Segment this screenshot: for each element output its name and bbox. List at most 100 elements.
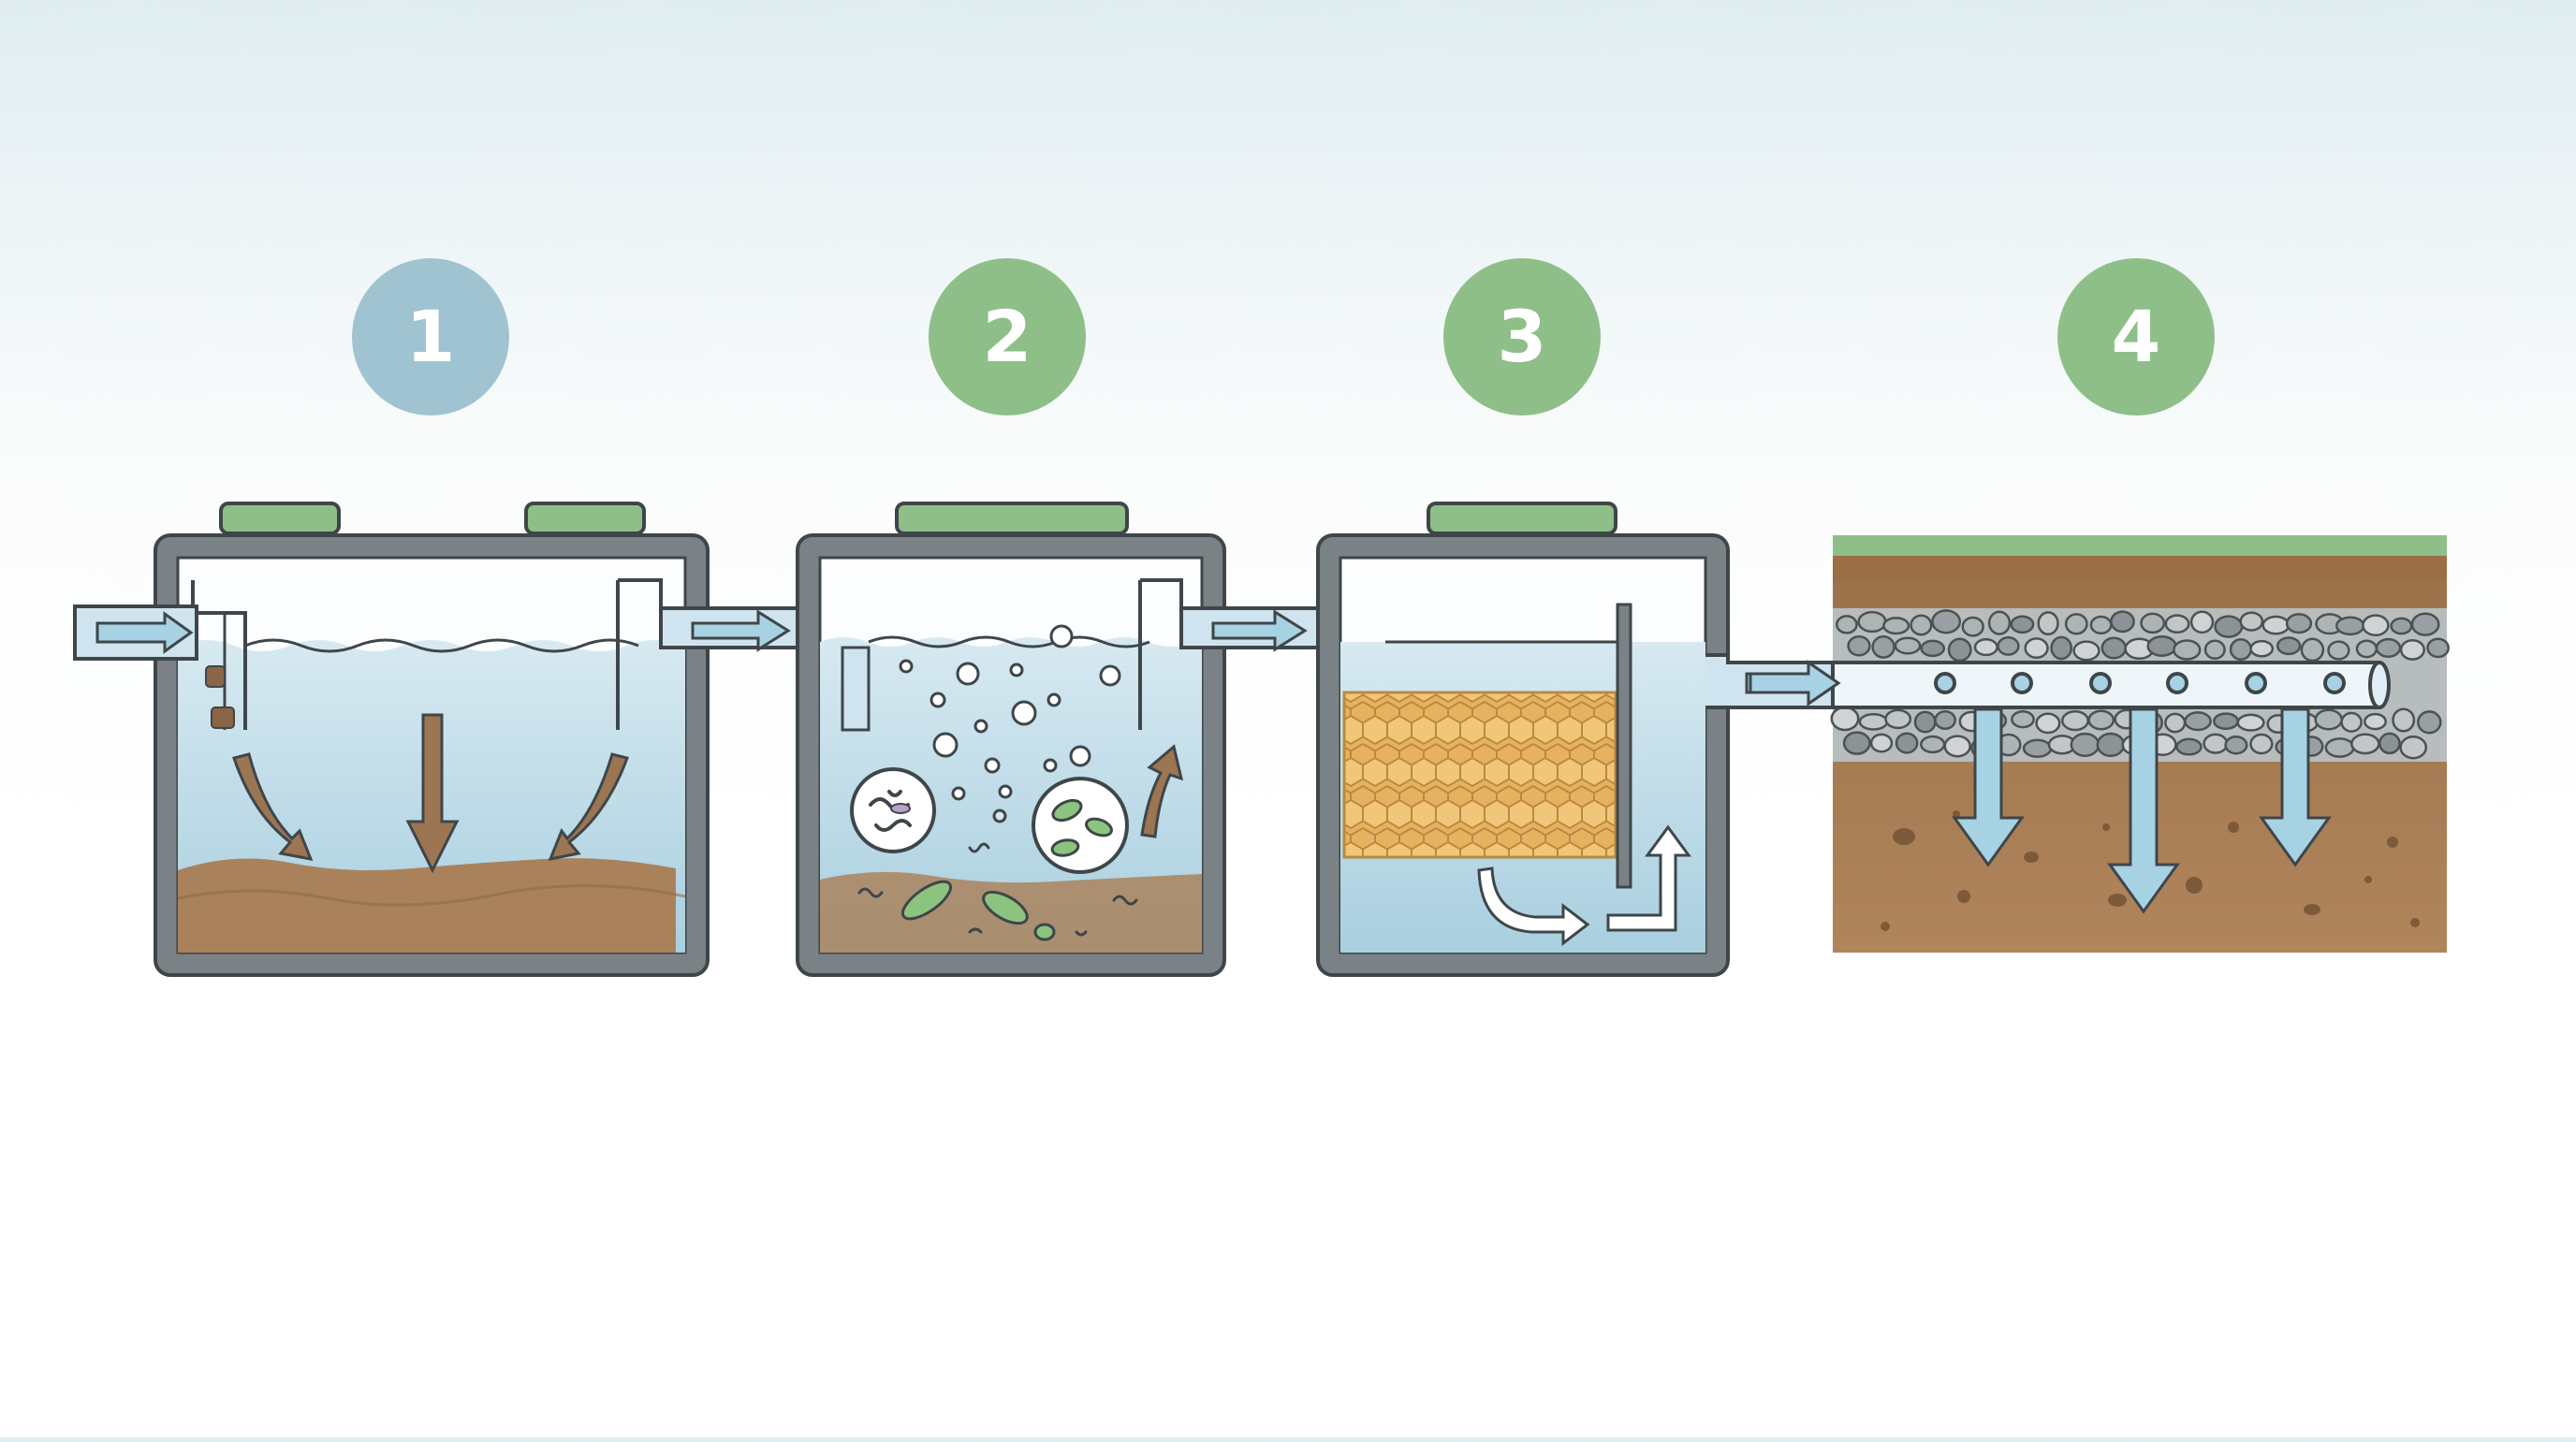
gravel-stone [2050, 635, 2073, 661]
gravel-stone [2249, 639, 2275, 658]
gravel-stone [2146, 635, 2177, 657]
gravel-stone [2285, 613, 2313, 634]
gravel-stone [2378, 732, 2401, 755]
gravel-stone [2189, 610, 2215, 634]
gravel-stone [2392, 707, 2416, 733]
pipe-perforations [1934, 672, 2346, 694]
bacterium-icon [900, 880, 953, 921]
gravel-stone [2037, 611, 2059, 636]
gravel-stone [1997, 635, 2020, 656]
gravel-stone [2314, 708, 2343, 731]
gravel-stone [2070, 732, 2100, 757]
pipe-end [2368, 661, 2391, 709]
gravel-stone [1943, 735, 1971, 758]
gravel-stone [2355, 639, 2378, 659]
gravel-stone [2236, 713, 2265, 732]
gravel-stone [2214, 615, 2244, 638]
gravel-stone [2096, 732, 2126, 758]
gravel-stone [1858, 713, 1889, 731]
gravel-stone [1895, 732, 1919, 754]
filter-media [1342, 691, 1617, 859]
gravel-stone [1871, 634, 1895, 659]
gravel-stone [2327, 640, 2350, 661]
gravel-stone [2164, 712, 2187, 734]
gravel-stone [1894, 636, 1922, 655]
infiltration-arrow-center [2107, 707, 2180, 914]
gravel-stone [1931, 609, 1962, 634]
gravel-stone [2022, 738, 2053, 758]
gravel-stone [2072, 640, 2100, 662]
gravel-stone [2213, 712, 2239, 731]
tank-3-filter [1316, 502, 1730, 977]
air-bubbles [899, 624, 1121, 823]
gravel-stone [1857, 610, 1887, 634]
flow-arrow-icon [691, 609, 791, 652]
debris-chunk [205, 665, 226, 688]
gravel-stone [1830, 706, 1860, 732]
gravel-stone [1961, 616, 1984, 637]
gravel-stone [1934, 709, 1956, 731]
drainfield-section [1749, 535, 2450, 953]
settling-arrow-left [232, 752, 314, 861]
gravel-stone [1910, 614, 1933, 636]
step-badge-label: 4 [2112, 295, 2161, 378]
infiltration-arrow-right [2259, 707, 2332, 867]
gravel-stone [2024, 637, 2049, 660]
gravel-stone [1973, 638, 1998, 657]
gravel-stone [2087, 709, 2115, 731]
inlet-pipe [73, 604, 198, 661]
gravel-stone [2276, 636, 2302, 656]
bottom-flow-arrow [1477, 867, 1590, 947]
gravel-stone [1987, 610, 2012, 635]
flow-arrow-icon [1749, 660, 1841, 706]
bacteria-magnifier-right [1032, 777, 1129, 874]
inlet-drop-pipe [841, 646, 871, 732]
bacteria-magnifier-left [850, 767, 936, 853]
bacterium-icon [1050, 838, 1080, 857]
gravel-stones [1830, 609, 2450, 760]
gravel-stone [2011, 710, 2035, 729]
gravel-stone [1842, 731, 1871, 755]
bacterium-icon [1085, 817, 1113, 838]
gravel-stone [2229, 638, 2252, 661]
settling-arrow-center [405, 713, 460, 874]
gravel-stone [2164, 614, 2190, 634]
gravel-stone [2110, 610, 2135, 634]
step-badge-label: 1 [406, 295, 456, 378]
gravel-stone [1869, 733, 1894, 753]
gravel-stone [2399, 638, 2425, 661]
rising-flow-arrow [1606, 824, 1691, 932]
debris-chunk [211, 706, 235, 729]
tank-lid [1427, 502, 1617, 535]
tank-partition [1616, 603, 1632, 889]
gravel-stone [1947, 637, 1972, 663]
gravel-stone [1847, 635, 1871, 657]
gravel-stone [1920, 735, 1946, 754]
flow-arrow-icon [1211, 609, 1308, 652]
gravel-stone [2140, 612, 2166, 634]
gravel-stone [2261, 615, 2291, 635]
gravel-stone [2175, 737, 2203, 756]
gravel-stone [2324, 737, 2355, 758]
gravel-stone [2417, 710, 2442, 735]
step-badge-circle [929, 258, 1086, 415]
gravel-stone [2375, 637, 2402, 658]
gravel-stone [2390, 617, 2413, 635]
infiltration-arrow-left [1952, 707, 2025, 867]
step-badge-label: 2 [983, 295, 1032, 378]
gravel-stone [2035, 712, 2061, 735]
step-badge-3: 3 [1443, 258, 1601, 415]
gravel-stone [2300, 637, 2325, 663]
gravel-stone [2249, 733, 2274, 755]
step-badge-circle [352, 258, 509, 415]
gravel-stone [1913, 710, 1937, 734]
flow-arrow-icon [95, 611, 194, 654]
gravel-stone [2399, 735, 2428, 760]
rising-flow-arrow [1140, 744, 1184, 838]
tank-lid [219, 502, 341, 535]
water-surface-line [244, 638, 639, 653]
soil-specks [1881, 810, 2420, 931]
free-bacteria [900, 880, 1056, 941]
step-badge-circle [2057, 258, 2215, 415]
